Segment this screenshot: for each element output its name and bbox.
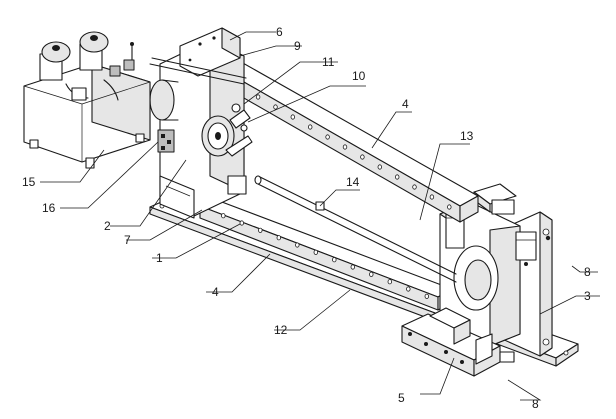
callout-4-upper: 4 <box>402 97 409 111</box>
rail-hole <box>360 154 365 160</box>
rail-hole <box>313 249 318 255</box>
callout-8-upper: 8 <box>584 265 591 279</box>
rail-hole <box>406 286 411 292</box>
rail-hole <box>369 271 374 277</box>
rail-hole <box>332 257 337 263</box>
rail-hole <box>325 134 330 140</box>
lower-rail <box>199 198 453 311</box>
main-beam-holes <box>238 84 452 210</box>
rail-hole <box>276 235 281 241</box>
callout-5: 5 <box>398 391 405 405</box>
rail-hole <box>221 213 226 219</box>
callout-4-lower: 4 <box>212 285 219 299</box>
rail-hole <box>255 94 261 100</box>
rail-hole <box>258 227 263 233</box>
rail-hole <box>308 124 313 130</box>
rail-hole <box>350 264 355 270</box>
rail-hole <box>424 293 429 299</box>
guide-shaft <box>254 175 457 283</box>
callout-labels: 6 9 11 10 4 13 14 15 16 2 7 1 4 12 8 3 5… <box>22 25 591 411</box>
main-beam <box>215 57 479 223</box>
rail-hole <box>239 220 244 226</box>
callout-13: 13 <box>460 129 474 143</box>
hydraulic-unit <box>23 31 151 169</box>
rail-hole <box>395 174 400 180</box>
callout-12: 12 <box>274 323 288 337</box>
callout-3: 3 <box>584 289 591 303</box>
callout-9: 9 <box>294 39 301 53</box>
rail-hole <box>290 114 295 120</box>
callout-6: 6 <box>276 25 283 39</box>
rail-hole <box>377 164 382 170</box>
drive-disc <box>201 103 253 157</box>
spindle-rod <box>149 57 247 85</box>
rail-hole <box>447 204 452 210</box>
leader-lines <box>40 31 600 401</box>
callout-1: 1 <box>156 251 163 265</box>
callout-15: 15 <box>22 175 36 189</box>
callout-16: 16 <box>42 201 56 215</box>
callout-8-lower: 8 <box>532 397 539 411</box>
callout-10: 10 <box>352 69 366 83</box>
rail-hole <box>387 279 392 285</box>
tailstock-carriage <box>401 307 515 377</box>
callout-14: 14 <box>346 175 360 189</box>
rail-hole <box>273 104 278 110</box>
rail-hole <box>412 184 417 190</box>
chuck-housing <box>439 183 537 347</box>
rail-hole <box>342 144 348 150</box>
callout-11: 11 <box>322 55 335 69</box>
callout-2: 2 <box>104 219 111 233</box>
rail-hole <box>295 242 300 248</box>
callout-7: 7 <box>124 233 131 247</box>
rail-hole <box>429 194 435 200</box>
lower-rail-holes <box>221 213 429 299</box>
rear-cylinder <box>149 79 179 121</box>
